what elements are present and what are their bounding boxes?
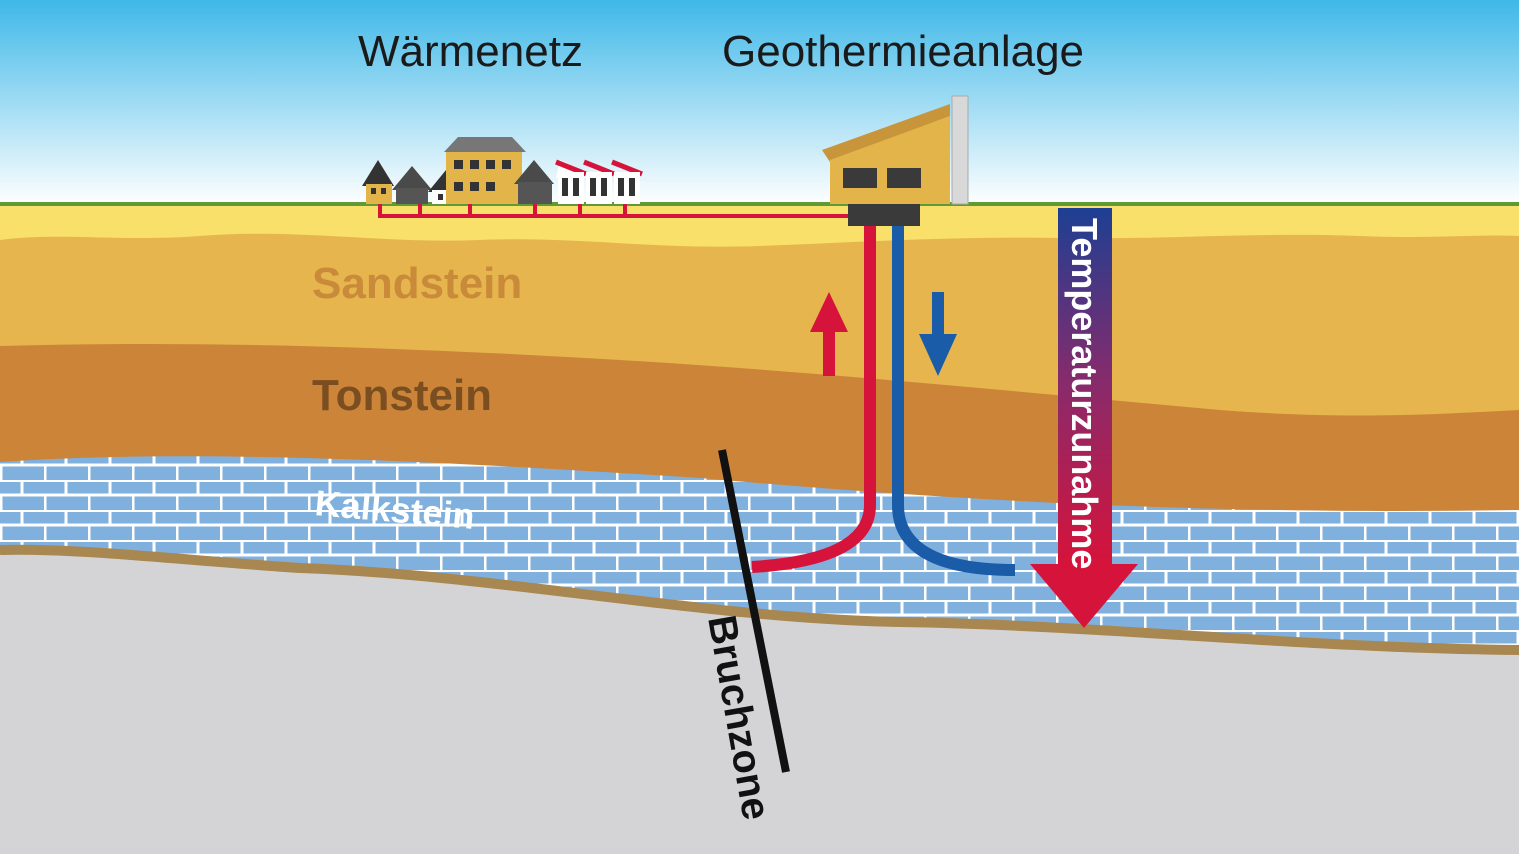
temperature-arrow (1030, 208, 1138, 628)
heat-network-pipes (378, 204, 850, 218)
arrow-down-icon (919, 292, 957, 376)
geothermal-plant (822, 95, 969, 226)
temperature-increase-label: Temperaturzunahme (1064, 218, 1105, 569)
plant-label: Geothermieanlage (722, 27, 1084, 76)
claystone-label: Tonstein (312, 371, 492, 420)
fault-zone-line (718, 449, 790, 773)
arrow-up-icon (810, 292, 848, 376)
injection-well (892, 226, 1016, 576)
sandstone-label: Sandstein (312, 259, 522, 308)
sky (0, 0, 1519, 205)
heat-network-label: Wärmenetz (358, 27, 583, 76)
base-rock (0, 551, 1519, 854)
production-well (751, 226, 876, 573)
limestone-base-edge (0, 544, 1519, 655)
houses (362, 137, 643, 204)
